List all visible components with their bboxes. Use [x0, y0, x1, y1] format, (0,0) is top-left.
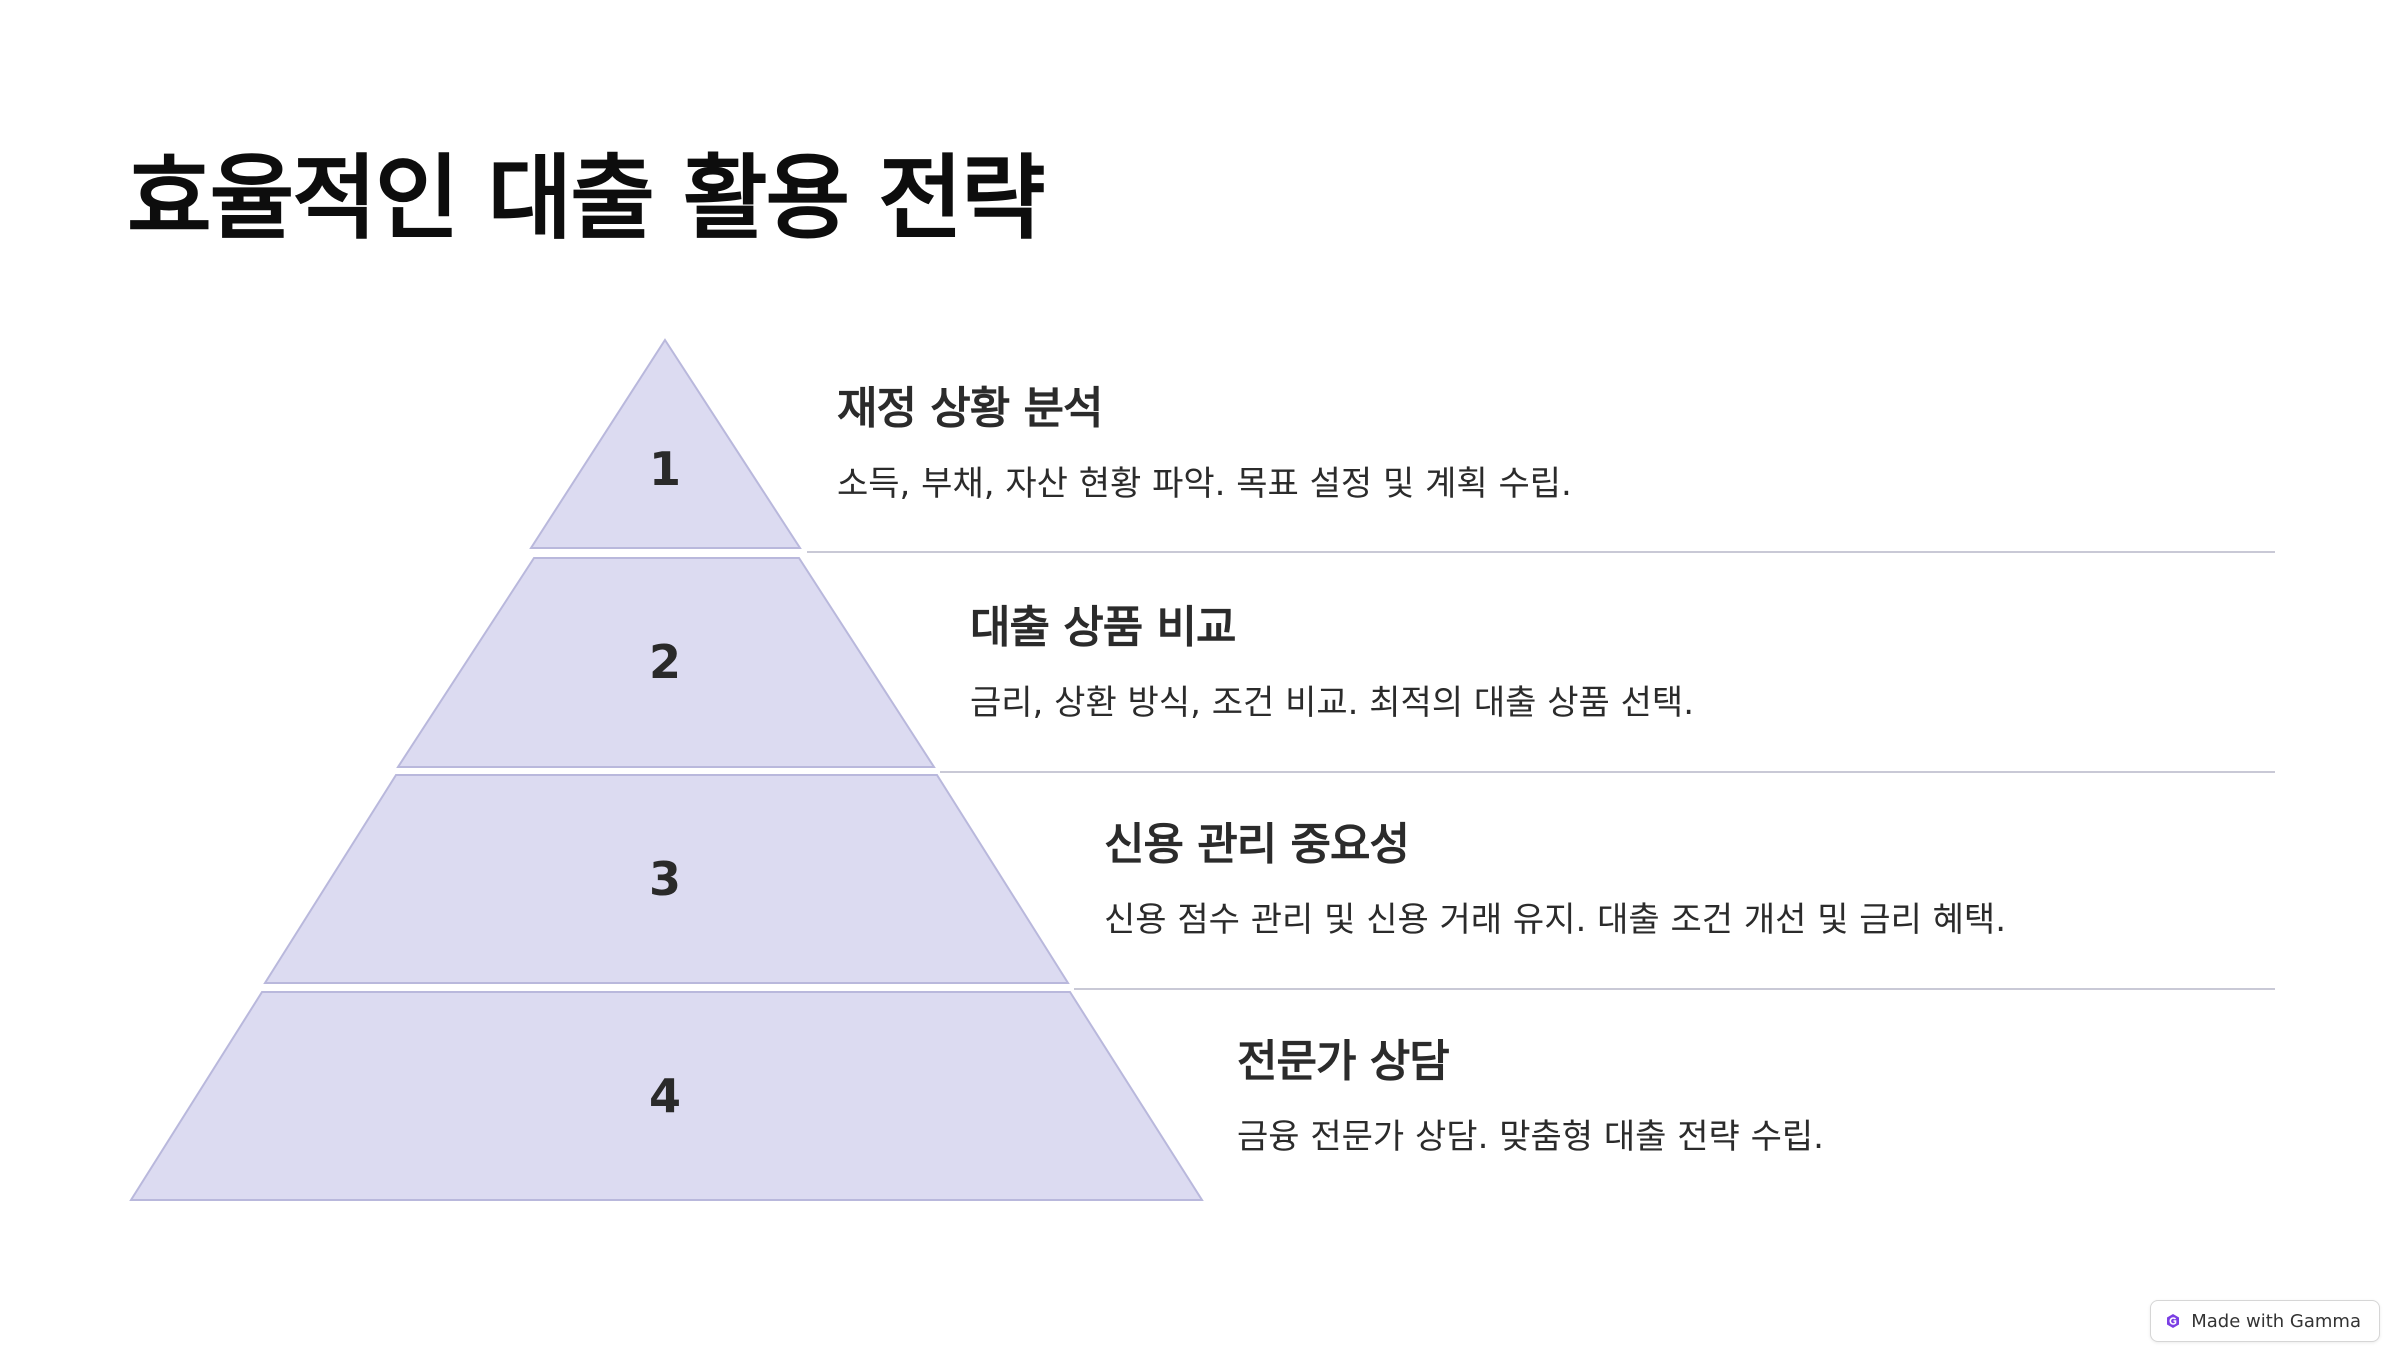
- tier-number-3: 3: [648, 852, 681, 906]
- tier-number-2: 2: [648, 635, 681, 689]
- tier-divider-3: [1074, 988, 2275, 990]
- tier-description-1: 소득, 부채, 자산 현황 파악. 목표 설정 및 계획 수립.: [837, 464, 1572, 504]
- tier-heading-2: 대출 상품 비교: [970, 602, 1237, 653]
- tier-number-1: 1: [648, 442, 681, 496]
- gamma-logo-icon: [2167, 1314, 2180, 1328]
- pyramid-tier-4-shape: [129, 991, 1204, 1201]
- tier-heading-3: 신용 관리 중요성: [1104, 819, 1410, 870]
- badge-label: Made with Gamma: [2191, 1310, 2361, 1332]
- tier-heading-1: 재정 상황 분석: [837, 383, 1104, 434]
- tier-divider-2: [940, 771, 2275, 773]
- tier-divider-1: [807, 551, 2275, 553]
- tier-heading-4: 전문가 상담: [1237, 1036, 1450, 1087]
- tier-description-2: 금리, 상환 방식, 조건 비교. 최적의 대출 상품 선택.: [970, 683, 1695, 723]
- pyramid-tier-3-shape: [263, 774, 1070, 984]
- page-title: 효율적인 대출 활용 전략: [127, 145, 1045, 252]
- tier-number-4: 4: [648, 1069, 681, 1123]
- tier-description-4: 금융 전문가 상담. 맞춤형 대출 전략 수립.: [1237, 1117, 1824, 1157]
- pyramid-tier-1-shape: [529, 338, 802, 549]
- made-with-gamma-badge[interactable]: Made with Gamma: [2150, 1300, 2380, 1342]
- tier-description-3: 신용 점수 관리 및 신용 거래 유지. 대출 조건 개선 및 금리 혜택.: [1104, 900, 2007, 940]
- pyramid-tier-2-shape: [396, 557, 936, 768]
